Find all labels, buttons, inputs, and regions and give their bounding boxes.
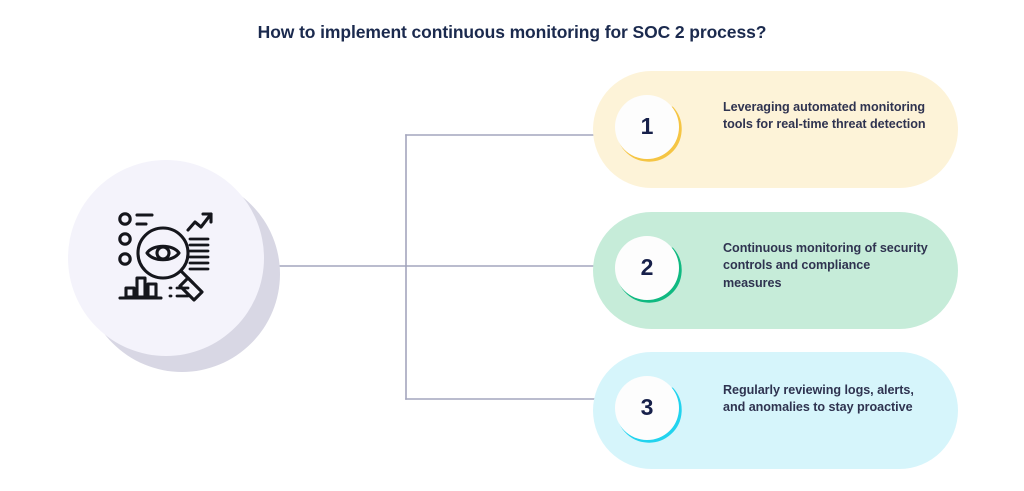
bullet-circle-1 xyxy=(118,212,132,226)
eye-pupil xyxy=(155,245,171,261)
bullet-circle-3 xyxy=(118,252,132,266)
list-lines xyxy=(168,286,190,298)
step-badge-1: 1 xyxy=(615,95,683,163)
step-badge-3: 3 xyxy=(615,376,683,444)
step-card-3[interactable]: 3 Regularly reviewing logs, alerts, and … xyxy=(593,352,958,469)
step-text-3: Regularly reviewing logs, alerts, and an… xyxy=(723,383,914,415)
bullet-circle-2 xyxy=(118,232,132,246)
hub-circle xyxy=(68,160,280,372)
magnifier-handle-grip xyxy=(178,276,204,302)
bar-chart xyxy=(118,276,163,300)
step-badge-2: 2 xyxy=(615,236,683,304)
monitoring-magnifier-eye-icon xyxy=(118,212,213,302)
step-number-1: 1 xyxy=(640,113,654,139)
step-card-1[interactable]: 1 Leveraging automated monitoring tools … xyxy=(593,71,958,188)
trend-arrow-line xyxy=(186,212,213,232)
step-text-2: Continuous monitoring of security contro… xyxy=(723,241,928,290)
badge-face-2: 2 xyxy=(615,236,679,300)
stack-dashes xyxy=(188,237,210,271)
eye-outline xyxy=(145,244,181,262)
step-card-2[interactable]: 2 Continuous monitoring of security cont… xyxy=(593,212,958,329)
badge-face-3: 3 xyxy=(615,376,679,440)
trend-arrow-head xyxy=(201,212,213,224)
page-title: How to implement continuous monitoring f… xyxy=(257,22,767,42)
magnifier-lens xyxy=(136,226,190,280)
step-number-3: 3 xyxy=(640,394,654,420)
step-number-2: 2 xyxy=(640,254,654,280)
step-text-1: Leveraging automated monitoring tools fo… xyxy=(723,100,926,132)
badge-face-1: 1 xyxy=(615,95,679,159)
